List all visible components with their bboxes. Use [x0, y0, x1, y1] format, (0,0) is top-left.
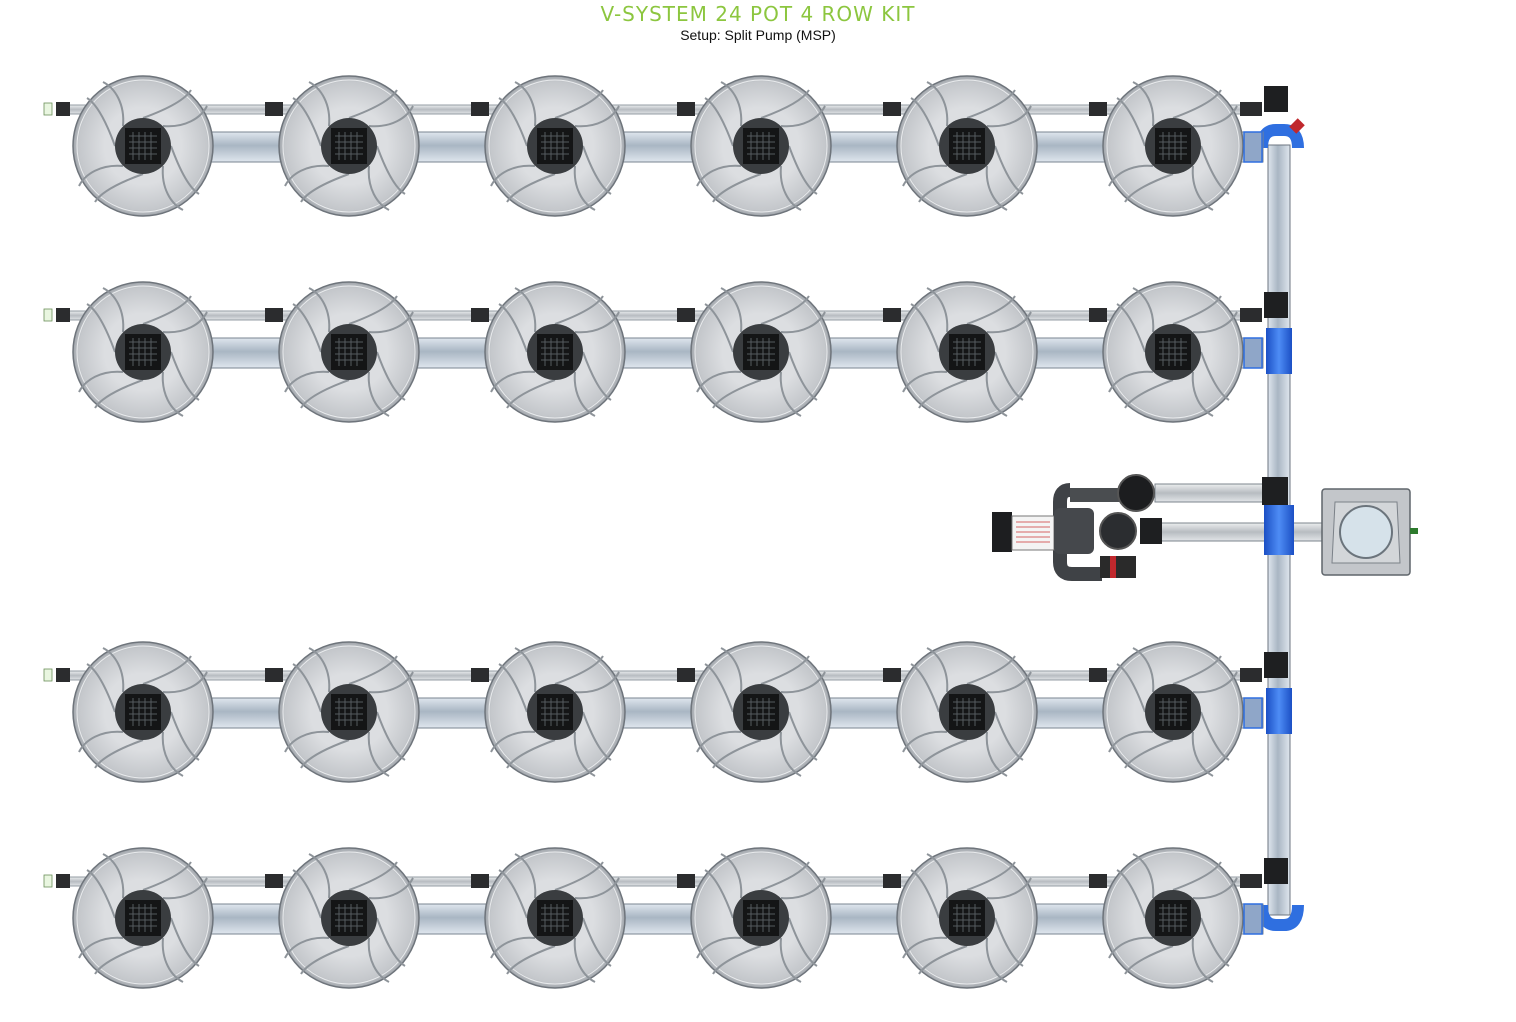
line-fitting	[677, 874, 695, 888]
grow-pot	[1102, 75, 1244, 217]
tube-coupler	[1243, 903, 1263, 935]
line-fitting	[883, 668, 901, 682]
tube-coupler	[1243, 697, 1263, 729]
end-cap	[43, 668, 53, 682]
line-fitting	[1089, 102, 1107, 116]
grow-pot	[278, 847, 420, 989]
grow-pot	[72, 75, 214, 217]
line-fitting	[471, 102, 489, 116]
grow-pot	[690, 281, 832, 423]
grow-pot	[72, 641, 214, 783]
line-fitting	[883, 102, 901, 116]
line-fitting	[883, 874, 901, 888]
pot-row-3	[43, 641, 1292, 783]
blue-tee	[1266, 328, 1292, 374]
pot-row-4	[43, 847, 1288, 989]
line-fitting	[265, 668, 283, 682]
line-fitting	[56, 668, 70, 682]
diagram-subtitle: Setup: Split Pump (MSP)	[680, 27, 836, 43]
grow-pot	[690, 847, 832, 989]
line-fitting	[1240, 874, 1262, 888]
manifold-tee	[1264, 86, 1288, 112]
grow-pot	[1102, 281, 1244, 423]
line-fitting	[677, 102, 695, 116]
line-fitting	[1089, 308, 1107, 322]
grow-pot	[896, 641, 1038, 783]
pot-row-2	[43, 281, 1292, 423]
line-fitting	[471, 668, 489, 682]
line-fitting	[677, 668, 695, 682]
line-fitting	[1240, 668, 1262, 682]
tube-coupler	[1243, 337, 1263, 369]
grow-pot	[72, 281, 214, 423]
line-fitting	[56, 102, 70, 116]
end-cap	[43, 874, 53, 888]
grow-pot	[896, 281, 1038, 423]
grow-pot	[278, 281, 420, 423]
blue-tee	[1266, 688, 1292, 734]
line-fitting	[677, 308, 695, 322]
tube-coupler	[1243, 131, 1263, 163]
line-fitting	[883, 308, 901, 322]
line-fitting	[1089, 668, 1107, 682]
end-cap	[43, 308, 53, 322]
grow-pot	[690, 641, 832, 783]
line-fitting	[1089, 874, 1107, 888]
tee-junction-blue	[1262, 477, 1294, 555]
reservoir-tank	[1321, 488, 1418, 576]
end-cap	[43, 102, 53, 116]
grow-pot	[278, 75, 420, 217]
line-fitting	[265, 308, 283, 322]
grow-pot	[1102, 847, 1244, 989]
red-bleed-valve	[1289, 118, 1305, 134]
line-fitting	[1240, 102, 1262, 116]
manifold-tee	[1264, 652, 1288, 678]
manifold-tee	[1264, 292, 1288, 318]
line-fitting	[56, 874, 70, 888]
line-fitting	[471, 874, 489, 888]
grow-pot	[484, 847, 626, 989]
diagram-title: V-SYSTEM 24 POT 4 ROW KIT	[600, 2, 916, 26]
grow-pot	[896, 847, 1038, 989]
line-fitting	[471, 308, 489, 322]
line-fitting	[265, 102, 283, 116]
grow-pot	[484, 75, 626, 217]
grow-pot	[690, 75, 832, 217]
grow-pot	[1102, 641, 1244, 783]
pot-row-1	[43, 75, 1288, 217]
grow-pot	[484, 281, 626, 423]
line-fitting	[56, 308, 70, 322]
grow-pot	[484, 641, 626, 783]
grow-pot	[278, 641, 420, 783]
manifold-tee	[1264, 858, 1288, 884]
grow-pot	[72, 847, 214, 989]
line-fitting	[1240, 308, 1262, 322]
grow-pot	[896, 75, 1038, 217]
line-fitting	[265, 874, 283, 888]
